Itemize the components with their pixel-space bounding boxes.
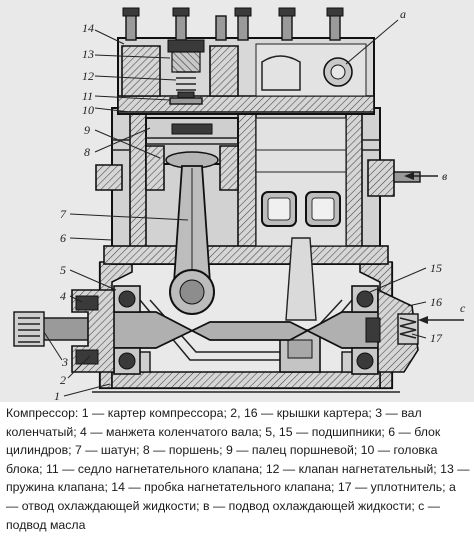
- label-16: 16: [430, 295, 442, 309]
- bearings-and-covers: [71, 285, 419, 375]
- label-2: 2: [60, 373, 66, 387]
- label-port-s: с: [460, 301, 466, 315]
- leader-lines: [43, 19, 464, 397]
- label-6: 6: [60, 231, 66, 245]
- compressor-drawing: 14 13 12 11 10 9 8 7 6 5 4 3 2 1 15 16 1…: [0, 0, 474, 403]
- label-17: 17: [430, 331, 443, 345]
- label-10: 10: [82, 103, 94, 117]
- figure-caption: Компрессор: 1 — картер компрессора; 2, 1…: [6, 406, 470, 532]
- cylinder-head: [117, 7, 375, 115]
- label-14: 14: [82, 21, 94, 35]
- label-3: 3: [61, 355, 68, 369]
- label-1: 1: [54, 389, 60, 402]
- cylinder-block: [95, 107, 421, 265]
- piston-assembly: [145, 117, 321, 373]
- label-12: 12: [82, 69, 94, 83]
- label-port-a: а: [400, 7, 406, 21]
- label-11: 11: [82, 89, 93, 103]
- compressor-cross-section: 14 13 12 11 10 9 8 7 6 5 4 3 2 1 15 16 1…: [13, 7, 466, 403]
- label-port-v: в: [442, 169, 447, 183]
- label-8: 8: [84, 145, 90, 159]
- label-15: 15: [430, 261, 442, 275]
- label-4: 4: [60, 289, 66, 303]
- part-labels: 14 13 12 11 10 9 8 7 6 5 4 3 2 1 15 16 1…: [54, 7, 466, 403]
- crankshaft: [13, 311, 411, 349]
- label-13: 13: [82, 47, 94, 61]
- label-9: 9: [84, 123, 90, 137]
- label-5: 5: [60, 263, 66, 277]
- label-7: 7: [60, 207, 67, 221]
